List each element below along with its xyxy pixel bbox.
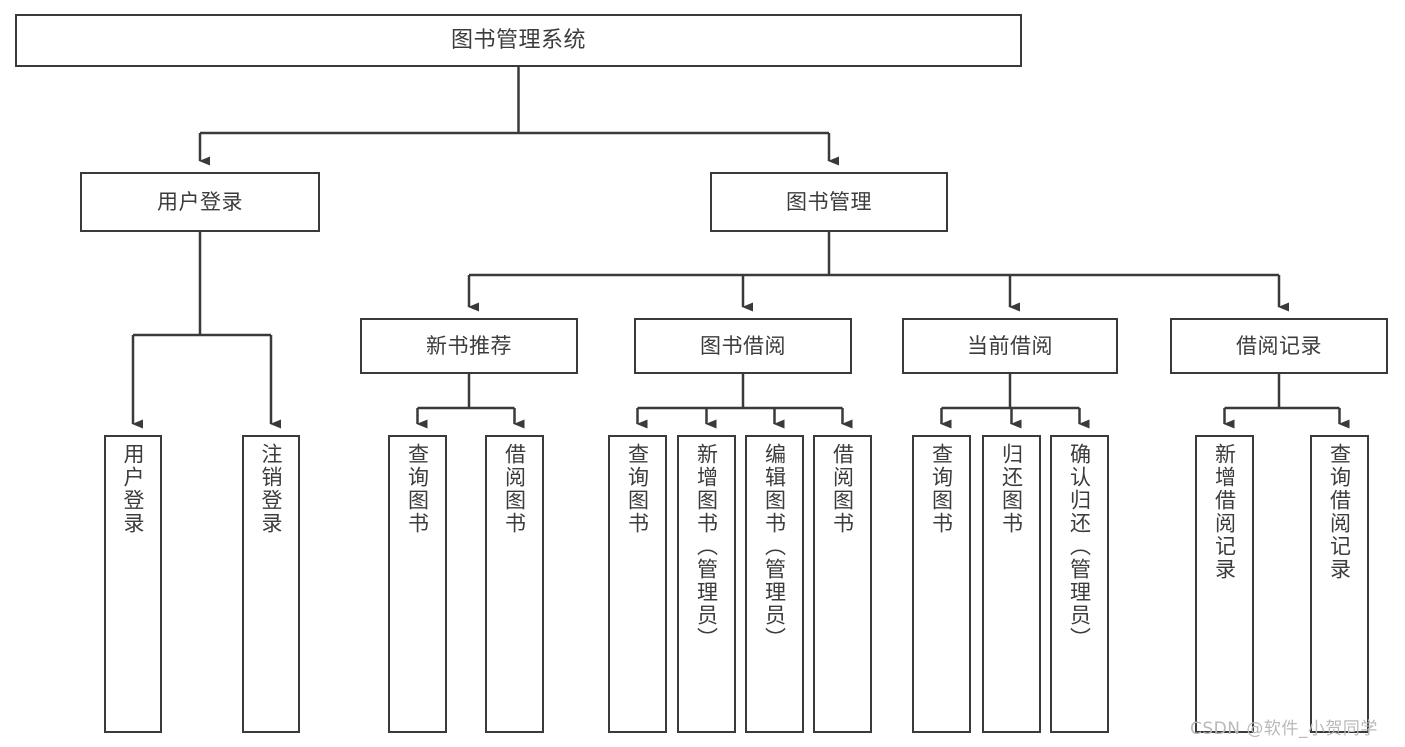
node-leaf-rec-add-record[interactable]: 新增借阅记录 xyxy=(1195,435,1254,733)
node-current-borrow-label: 当前借阅 xyxy=(967,333,1053,358)
node-leaf-cur-query-book-label: 查询图书 xyxy=(929,443,954,535)
node-leaf-cur-return-book-label: 归还图书 xyxy=(999,443,1024,535)
node-borrow-record-label: 借阅记录 xyxy=(1236,333,1322,358)
node-leaf-user-logout[interactable]: 注销登录 xyxy=(242,435,300,733)
node-book-manage[interactable]: 图书管理 xyxy=(710,172,948,232)
node-leaf-cur-confirm-return-label: 确认归还（管理员） xyxy=(1067,443,1092,650)
node-root[interactable]: 图书管理系统 xyxy=(15,14,1022,67)
node-book-manage-label: 图书管理 xyxy=(786,189,872,214)
node-new-book-recommend[interactable]: 新书推荐 xyxy=(360,318,578,374)
node-leaf-rec-query-book-label: 查询图书 xyxy=(405,443,430,535)
csdn-watermark: CSDN @软件_小贺同学 xyxy=(1190,719,1378,739)
node-leaf-cur-confirm-return[interactable]: 确认归还（管理员） xyxy=(1050,435,1109,733)
node-leaf-borrow-add-book[interactable]: 新增图书（管理员） xyxy=(677,435,736,733)
node-borrow-record[interactable]: 借阅记录 xyxy=(1170,318,1388,374)
node-leaf-user-login-label: 用户登录 xyxy=(121,443,146,535)
node-leaf-rec-borrow-book[interactable]: 借阅图书 xyxy=(485,435,544,733)
node-new-book-recommend-label: 新书推荐 xyxy=(426,333,512,358)
node-leaf-borrow-edit-book-label: 编辑图书（管理员） xyxy=(762,443,787,650)
node-leaf-cur-query-book[interactable]: 查询图书 xyxy=(912,435,971,733)
node-leaf-rec-query-record-label: 查询借阅记录 xyxy=(1327,443,1352,581)
node-leaf-borrow-query-book[interactable]: 查询图书 xyxy=(608,435,667,733)
node-leaf-borrow-add-book-label: 新增图书（管理员） xyxy=(694,443,719,650)
node-current-borrow[interactable]: 当前借阅 xyxy=(902,318,1118,374)
node-leaf-user-logout-label: 注销登录 xyxy=(259,443,284,535)
node-user-login-label: 用户登录 xyxy=(157,189,243,214)
node-leaf-user-login[interactable]: 用户登录 xyxy=(104,435,162,733)
node-book-borrow[interactable]: 图书借阅 xyxy=(634,318,852,374)
node-leaf-rec-borrow-book-label: 借阅图书 xyxy=(502,443,527,535)
node-root-label: 图书管理系统 xyxy=(450,27,586,53)
node-leaf-borrow-borrow-book[interactable]: 借阅图书 xyxy=(813,435,872,733)
node-leaf-borrow-borrow-book-label: 借阅图书 xyxy=(830,443,855,535)
node-leaf-rec-add-record-label: 新增借阅记录 xyxy=(1212,443,1237,581)
node-leaf-borrow-query-book-label: 查询图书 xyxy=(625,443,650,535)
node-leaf-rec-query-book[interactable]: 查询图书 xyxy=(388,435,447,733)
node-book-borrow-label: 图书借阅 xyxy=(700,333,786,358)
node-user-login[interactable]: 用户登录 xyxy=(80,172,320,232)
node-leaf-rec-query-record[interactable]: 查询借阅记录 xyxy=(1310,435,1369,733)
node-leaf-cur-return-book[interactable]: 归还图书 xyxy=(982,435,1041,733)
node-leaf-borrow-edit-book[interactable]: 编辑图书（管理员） xyxy=(745,435,804,733)
